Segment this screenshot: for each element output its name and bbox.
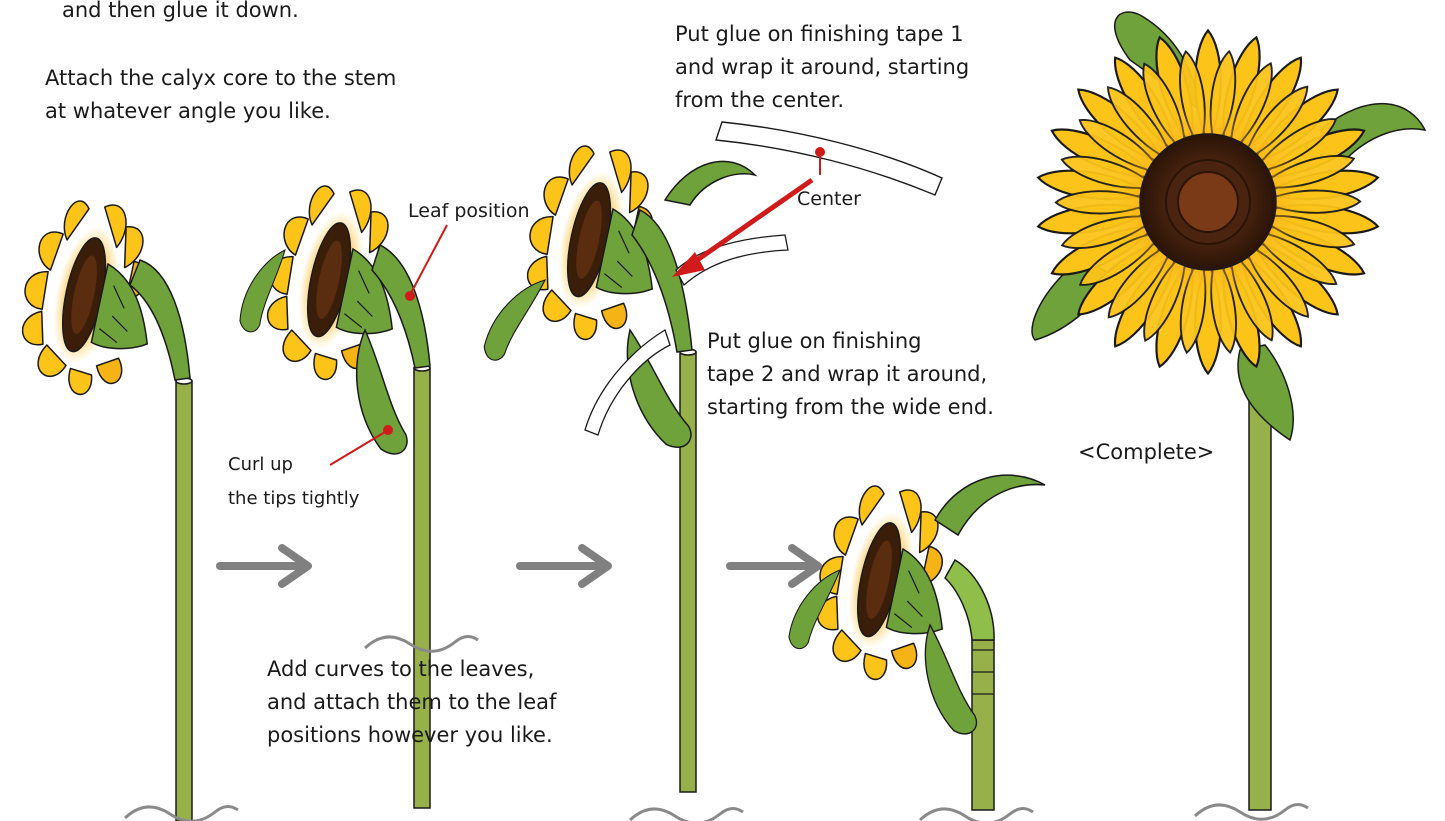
attach-text-line2: at whatever angle you like. [45,95,331,128]
tape1-text-line3: from the center. [675,84,844,117]
ground-wave-icon [630,809,743,821]
leaves-text-line2: and attach them to the leaf [267,686,556,719]
tape2-text-line1: Put glue on finishing [707,325,922,358]
right-arrow-icon [520,548,608,584]
complete-sunflower [1032,12,1425,810]
red-dot-marker-icon [405,291,415,301]
right-arrow-icon [220,548,308,584]
finishing-tape-1 [716,122,942,195]
step4-sunflower [779,475,1045,810]
leaves-text-line3: positions however you like. [267,719,553,752]
curl-text-line1: Curl up [228,450,293,480]
tape1-text-line2: and wrap it around, starting [675,51,969,84]
attach-text-line1: Attach the calyx core to the stem [45,62,396,95]
center-label: Center [797,188,861,210]
step1-sunflower [6,190,192,821]
curl-pointer [330,432,385,465]
top-cut-text: and then glue it down. [62,0,299,27]
tape2-text-line3: starting from the wide end. [707,391,994,424]
curl-text-line2: the tips tightly [228,484,359,514]
leaf-position-pointer [410,225,447,295]
complete-label: <Complete> [1078,436,1214,469]
tape2-text-line2: tape 2 and wrap it around, [707,358,987,391]
tape1-text-line1: Put glue on finishing tape 1 [675,18,964,51]
red-dot-marker-icon [383,425,393,435]
right-arrow-icon [730,548,818,584]
leaf-position-label: Leaf position [408,200,530,222]
leaves-text-line1: Add curves to the leaves, [267,653,534,686]
